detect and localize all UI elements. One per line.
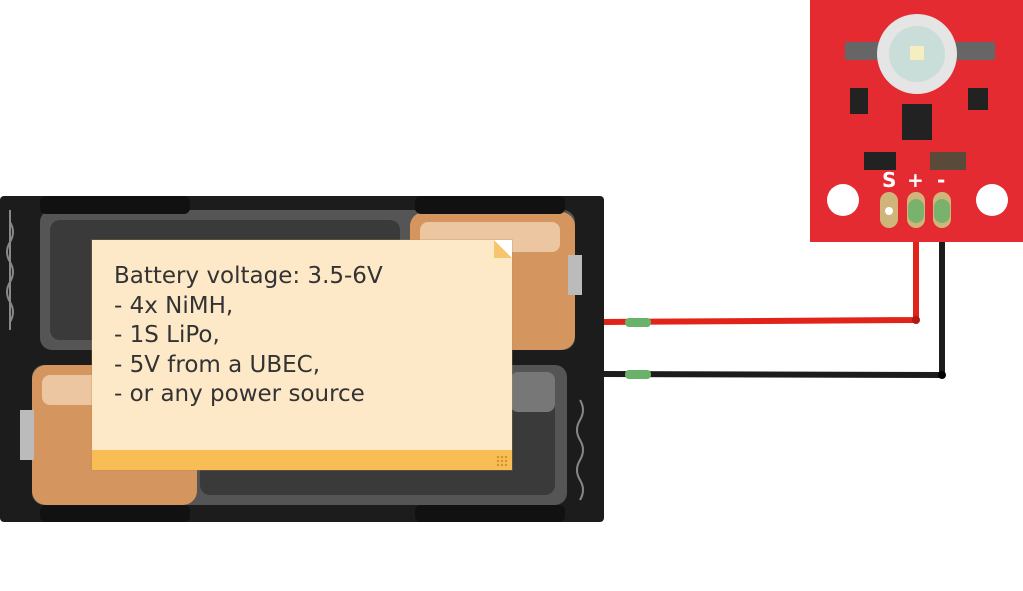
note-line: Battery voltage: 3.5-6V: [114, 263, 383, 289]
sticky-note[interactable]: Battery voltage: 3.5-6V - 4x NiMH, - 1S …: [92, 240, 512, 470]
spring-right: [576, 399, 584, 501]
transistor: [850, 88, 868, 114]
mount-hole-left: [827, 184, 859, 216]
note-line: - 1S LiPo,: [114, 322, 220, 348]
pin-label-plus: +: [907, 168, 924, 192]
pin-label-signal: S: [882, 168, 897, 192]
note-line: - or any power source: [114, 381, 365, 407]
wire-positive: [603, 212, 920, 327]
resize-grip-icon[interactable]: [496, 455, 508, 467]
note-fold-corner: [494, 240, 512, 258]
spring-left: [6, 210, 14, 330]
wire-negative: [603, 212, 946, 379]
note-text: Battery voltage: 3.5-6V - 4x NiMH, - 1S …: [114, 262, 383, 410]
note-line: - 5V from a UBEC,: [114, 351, 321, 378]
note-line: - 4x NiMH,: [114, 292, 234, 319]
driver-ic: [902, 104, 932, 140]
pin-label-minus: -: [937, 168, 946, 192]
note-footer: [92, 450, 512, 470]
mount-hole-right: [976, 184, 1008, 216]
